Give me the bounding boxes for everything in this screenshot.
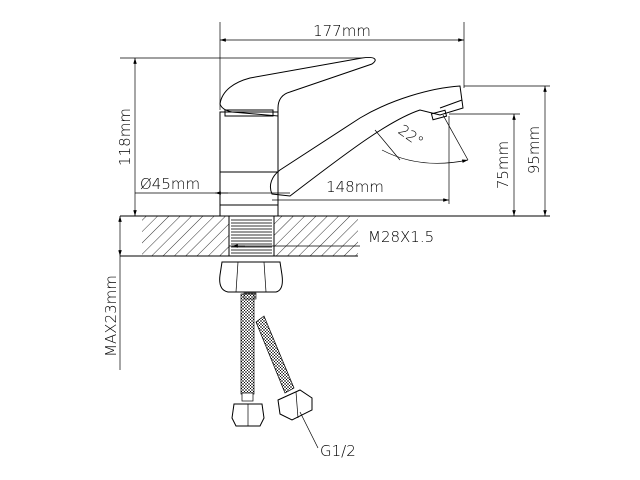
- mounting-nut: [219, 261, 283, 300]
- dim-spout-reach: 148mm: [326, 178, 384, 196]
- faucet-body: [219, 109, 279, 217]
- dim-overall-width: 177mm: [313, 22, 371, 40]
- dim-hose-connection: G1/2: [320, 442, 356, 460]
- dim-swivel-angle: 22°: [395, 121, 427, 151]
- dim-thread: M28X1.5: [368, 228, 434, 246]
- countertop-section: [120, 215, 550, 257]
- dim-spout-top-height: 95mm: [525, 126, 543, 174]
- dim-outlet-height: 75mm: [494, 141, 512, 189]
- dim-total-height: 118mm: [116, 108, 134, 166]
- dim-base-diameter: Ø45mm: [140, 175, 200, 193]
- dimension-lines: [118, 22, 550, 449]
- lever-handle: [219, 57, 376, 117]
- supply-hoses: [231, 293, 313, 427]
- dim-max-counter-thickness: MAX23mm: [102, 275, 120, 357]
- spout: [269, 85, 464, 197]
